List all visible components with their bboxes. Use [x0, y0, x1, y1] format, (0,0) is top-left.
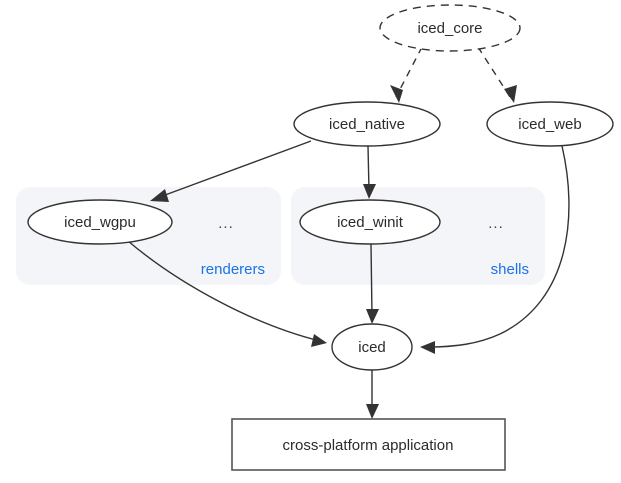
node-iced-wgpu[interactable]: iced_wgpu [27, 199, 173, 245]
node-iced-core[interactable]: iced_core [379, 4, 521, 52]
node-iced-web-shape[interactable] [486, 101, 614, 147]
node-iced-label: iced [358, 339, 386, 356]
arrowhead-core-web [504, 85, 517, 103]
cluster-shells-ellipsis: ... [488, 215, 504, 232]
node-iced-shape[interactable] [331, 323, 413, 371]
arrowhead-iced-app [366, 404, 379, 419]
node-iced-core-shape[interactable] [379, 4, 521, 52]
arrowhead-wgpu-iced [311, 334, 327, 347]
node-iced[interactable]: iced [331, 323, 413, 371]
node-iced-web[interactable]: iced_web [486, 101, 614, 147]
arrowhead-native-wgpu [150, 189, 169, 202]
node-iced-winit[interactable]: iced_winit [299, 199, 441, 245]
node-iced-native[interactable]: iced_native [293, 101, 441, 147]
node-iced-wgpu-label: iced_wgpu [64, 214, 136, 231]
node-iced-core-label: iced_core [417, 20, 482, 37]
edge-core-to-native [390, 46, 423, 103]
node-iced-winit-shape[interactable] [299, 199, 441, 245]
arrowhead-native-winit [363, 184, 376, 199]
node-iced-wgpu-shape[interactable] [27, 199, 173, 245]
node-iced-web-label: iced_web [518, 116, 581, 133]
arrowhead-winit-iced [366, 309, 379, 324]
cluster-shells-label: shells [491, 261, 529, 278]
cluster-renderers-ellipsis: ... [218, 215, 234, 232]
edge-wgpu-to-iced [127, 240, 327, 347]
node-iced-native-shape[interactable] [293, 101, 441, 147]
cluster-renderers-label: renderers [201, 261, 265, 278]
edge-native-to-wgpu [150, 140, 312, 202]
node-iced-native-label: iced_native [329, 116, 405, 133]
node-cross-platform-application[interactable]: cross-platform application [231, 418, 506, 471]
edge-core-to-web [477, 46, 517, 103]
arrowhead-core-native [390, 85, 403, 103]
edge-iced-to-app [366, 370, 379, 419]
node-iced-winit-label: iced_winit [337, 214, 404, 231]
arrowhead-web-iced [420, 341, 435, 354]
node-app-label: cross-platform application [283, 437, 454, 454]
edge-winit-to-iced [366, 243, 379, 324]
edge-native-to-winit [363, 145, 376, 199]
edge-web-to-iced [420, 145, 570, 354]
node-app-box[interactable] [231, 418, 506, 471]
